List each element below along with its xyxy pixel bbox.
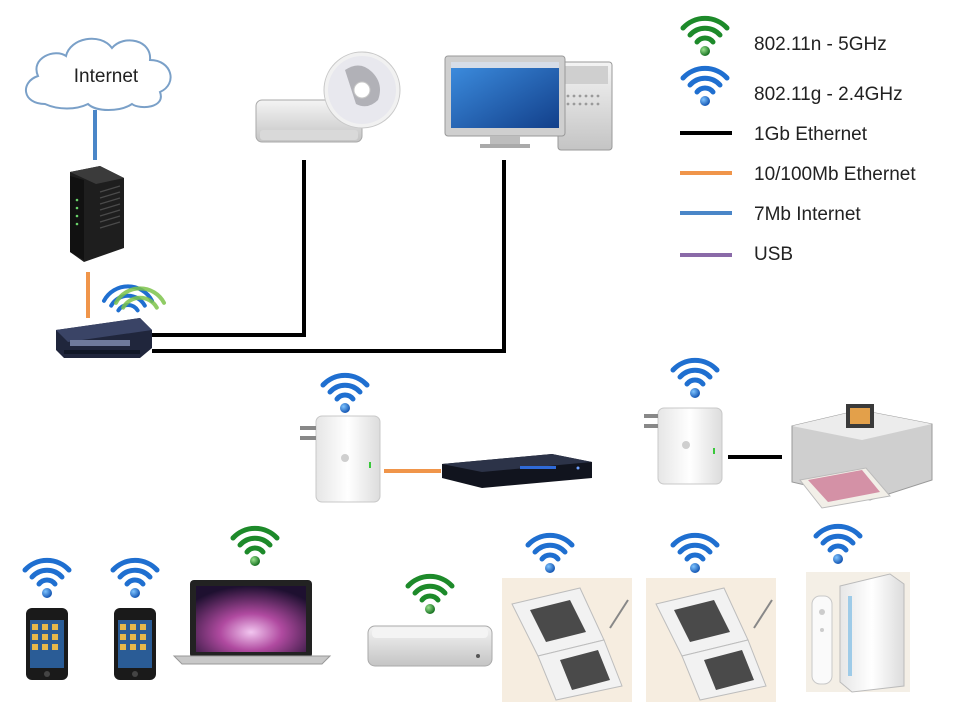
wifi-g-icon xyxy=(680,65,730,106)
gig-link-mac-mini xyxy=(152,160,306,337)
wifi-icon-ds-2 xyxy=(670,532,720,573)
server-software-disc xyxy=(323,51,401,129)
mac-pro-desktop xyxy=(444,55,613,151)
legend-label: 7Mb Internet xyxy=(754,204,861,225)
cloud-label: Internet xyxy=(74,66,139,87)
photo-printer xyxy=(791,404,933,509)
legend-item-gig-ethernet: 1Gb Ethernet xyxy=(680,124,868,145)
legend: 802.11n - 5GHz 802.11g - 2.4GHz 1Gb Ethe… xyxy=(680,15,916,265)
wifi-icon-router-n xyxy=(113,286,167,310)
internet-cloud: Internet xyxy=(24,37,172,111)
nintendo-ds-2 xyxy=(646,578,776,702)
macbook-pro xyxy=(172,580,332,665)
wifi-icon-airport-right xyxy=(670,357,720,398)
legend-label: 802.11g - 2.4GHz xyxy=(754,84,903,105)
legend-item-fast-ethernet: 10/100Mb Ethernet xyxy=(680,164,916,185)
airport-express-left xyxy=(300,415,381,503)
wifi-n-icon xyxy=(680,15,730,56)
legend-item-usb: USB xyxy=(680,244,793,265)
iphone-2 xyxy=(114,608,156,680)
wifi-icon-ds-1 xyxy=(525,532,575,573)
wifi-icon-airport-left xyxy=(320,372,370,413)
airport-express-right xyxy=(644,407,723,485)
legend-label: 1Gb Ethernet xyxy=(754,124,868,145)
wifi-icon-apple-tv xyxy=(405,573,455,614)
legend-item-wifi-g: 802.11g - 2.4GHz xyxy=(680,65,903,106)
wifi-icon-router-g xyxy=(101,284,155,313)
legend-item-internet: 7Mb Internet xyxy=(680,204,861,225)
wifi-icon-iphone-1 xyxy=(22,557,72,598)
bluray-player xyxy=(442,454,592,488)
nintendo-ds-1 xyxy=(502,578,632,702)
connections xyxy=(86,110,782,473)
wifi-icon-macbook xyxy=(230,525,280,566)
gig-link-mac-pro xyxy=(152,160,506,353)
legend-label: USB xyxy=(754,244,793,265)
apple-tv xyxy=(367,625,493,667)
cable-modem xyxy=(70,166,124,262)
legend-item-wifi-n: 802.11n - 5GHz xyxy=(680,15,887,56)
wifi-indicators xyxy=(22,284,863,614)
iphone-1 xyxy=(26,608,68,680)
wireless-router xyxy=(56,318,152,358)
wifi-icon-iphone-2 xyxy=(110,557,160,598)
wifi-icon-wii xyxy=(813,523,863,564)
legend-label: 10/100Mb Ethernet xyxy=(754,164,916,185)
legend-label: 802.11n - 5GHz xyxy=(754,34,887,55)
wii-console xyxy=(806,572,910,693)
